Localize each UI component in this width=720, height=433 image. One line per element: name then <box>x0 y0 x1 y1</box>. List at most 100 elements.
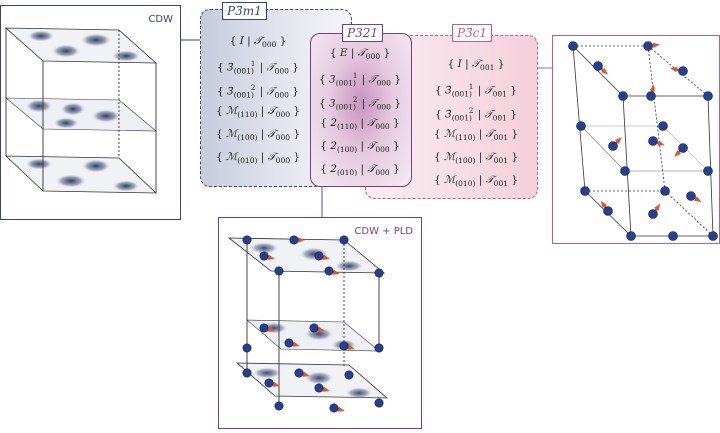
op-close-brace: } <box>276 35 287 47</box>
op-power: 1 <box>250 60 256 69</box>
op-translation-symbol: 𝒯 <box>484 84 493 97</box>
op-translation-vector: 000 <box>375 121 390 131</box>
op-symbol: 3 <box>329 97 336 110</box>
op-translation-vector: 000 <box>365 52 381 62</box>
symmetry-operation: { I | 𝒯001 } <box>424 53 528 76</box>
op-close-brace: } <box>389 163 400 176</box>
op-symbol: 3̄ <box>227 85 234 98</box>
atom <box>568 41 578 51</box>
op-translation-symbol: 𝒯 <box>485 151 494 164</box>
cdw-pld-panel: CDW + PLD <box>218 217 422 429</box>
atom <box>678 143 688 153</box>
displacement-arrowhead <box>302 371 310 377</box>
op-symbol: 2 <box>330 140 337 153</box>
displacement-arrowhead <box>272 381 280 387</box>
op-separator: | <box>357 116 368 129</box>
group-p321-title: P321 <box>342 24 383 42</box>
group-p3m1-title: P3̄m1 <box>222 2 267 20</box>
op-axis: (100) <box>237 133 258 143</box>
displacement-arrowhead <box>267 254 275 260</box>
op-translation-symbol: 𝒯 <box>267 128 276 141</box>
op-separator: | <box>474 108 485 121</box>
cdw-pld-layer-top <box>227 237 386 274</box>
op-close-brace: } <box>389 140 400 153</box>
op-open-brace: { <box>320 163 331 176</box>
op-translation-symbol: 𝒯 <box>485 174 494 187</box>
atom <box>294 368 304 378</box>
atom <box>660 186 670 196</box>
op-open-brace: { <box>433 127 444 140</box>
displacement-arrowhead <box>652 42 660 49</box>
group-p3c1-title: P3̄c1 <box>452 24 493 42</box>
displacement-arrowhead <box>670 67 678 73</box>
op-separator: | <box>257 151 268 164</box>
op-power: 2 <box>468 106 474 115</box>
op-separator: | <box>475 127 486 140</box>
cdw-structure-drawing <box>4 27 158 194</box>
op-open-brace: { <box>229 35 240 47</box>
op-open-brace: { <box>433 151 444 164</box>
op-translation-vector: 000 <box>275 133 290 143</box>
atom <box>339 341 349 351</box>
atom <box>264 378 274 388</box>
atom <box>309 323 319 333</box>
op-translation-symbol: 𝒯 <box>266 85 275 98</box>
atom <box>374 268 384 278</box>
op-axis: (110) <box>455 132 476 142</box>
atom <box>242 343 252 353</box>
atom <box>658 121 668 131</box>
atom <box>580 186 590 196</box>
op-translation-symbol: 𝒯 <box>367 140 376 153</box>
op-symbol: 2 <box>330 116 337 129</box>
displacement-arrowhead <box>267 326 275 332</box>
op-translation-vector: 000 <box>262 40 277 50</box>
op-open-brace: { <box>320 116 331 129</box>
atom <box>284 338 294 348</box>
op-open-brace: { <box>215 104 226 117</box>
displacement-arrowhead <box>337 406 345 412</box>
group-p321-box <box>310 33 412 187</box>
atom <box>259 251 269 261</box>
op-symbol: ℳ <box>226 104 238 117</box>
op-symbol: ℳ <box>444 127 456 140</box>
op-axis: (100) <box>455 156 476 166</box>
op-symbol: 3̄ <box>227 61 234 74</box>
op-translation-symbol: 𝒯 <box>267 151 276 164</box>
op-separator: | <box>475 174 486 187</box>
atom <box>648 136 658 146</box>
symmetry-operation: { 3(001)2 | 𝒯000 } <box>312 89 408 112</box>
op-axis: (001) <box>451 89 472 99</box>
op-translation-vector: 000 <box>275 109 290 119</box>
atom <box>242 368 252 378</box>
cdw-layer-top <box>4 27 158 64</box>
op-power: 2 <box>352 95 358 104</box>
op-translation-symbol: 𝒯 <box>472 58 481 70</box>
symmetry-operation: { 2(010) | 𝒯000 } <box>312 158 408 181</box>
op-separator: | <box>358 73 369 86</box>
symmetry-operation: { 3̄(001)1 | 𝒯000 } <box>206 53 310 76</box>
symmetry-operation: { 2(100) | 𝒯000 } <box>312 135 408 158</box>
atom <box>329 403 339 413</box>
atom <box>339 235 349 245</box>
pld-atoms <box>568 41 718 241</box>
symmetry-operation: { ℳ(100) | 𝒯001 } <box>424 146 528 169</box>
op-axis: (001) <box>335 102 356 112</box>
displacement-arrowhead <box>657 140 665 146</box>
op-close-brace: } <box>390 73 401 86</box>
op-separator: | <box>256 61 267 74</box>
cdw-layer-bottom <box>4 155 158 194</box>
op-translation-symbol: 𝒯 <box>367 116 376 129</box>
op-symbol: 3̄ <box>445 108 452 121</box>
pld-3d-panel <box>552 35 720 244</box>
op-separator: | <box>461 58 472 70</box>
cdw-pld-structure-drawing <box>227 235 389 413</box>
op-translation-symbol: 𝒯 <box>266 61 275 74</box>
displacement-arrowhead <box>298 237 305 243</box>
atom <box>643 41 653 51</box>
op-translation-vector: 001 <box>493 132 508 142</box>
op-translation-vector: 000 <box>275 156 290 166</box>
atom <box>703 91 713 101</box>
atom <box>593 61 603 71</box>
op-close-brace: } <box>290 128 301 141</box>
cdw-label: CDW <box>148 14 173 25</box>
